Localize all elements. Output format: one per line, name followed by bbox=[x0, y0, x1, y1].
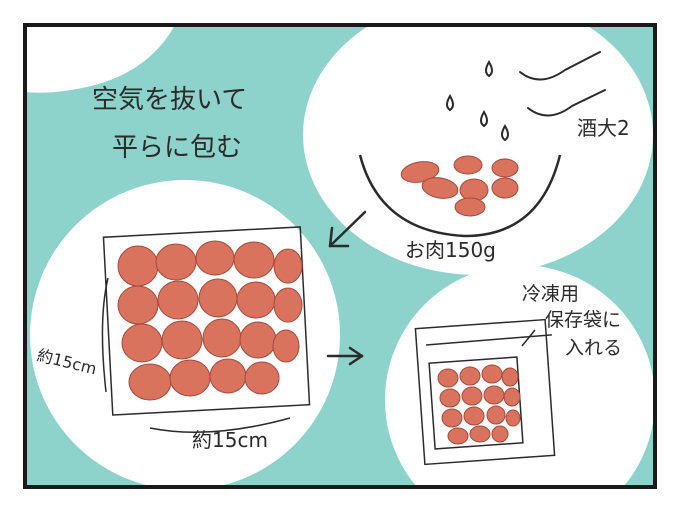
freezer-pointer bbox=[521, 329, 536, 347]
arrow-down-left-icon bbox=[328, 210, 367, 248]
wrapped-meat-pack bbox=[102, 226, 311, 416]
dimension-bracket-bottom bbox=[149, 417, 291, 433]
freezer-line-3: 入れる bbox=[565, 337, 622, 359]
dimension-bracket-side bbox=[101, 277, 109, 393]
size-bottom-label: 約15cm bbox=[192, 428, 268, 452]
sake-label: 酒大2 bbox=[577, 116, 630, 140]
spoon-icon bbox=[519, 51, 606, 117]
arrow-right-icon bbox=[326, 346, 364, 366]
instruction-line-2: 平らに包む bbox=[112, 133, 242, 163]
meat-in-bowl bbox=[400, 155, 519, 217]
meat-in-freezer-bag bbox=[437, 364, 521, 445]
panel-border bbox=[23, 23, 657, 489]
meat-label: お肉150g bbox=[405, 238, 496, 262]
freezer-line-2: 保存袋に bbox=[545, 309, 621, 331]
instruction-line-1: 空気を抜いて bbox=[92, 85, 247, 115]
freezer-line-1: 冷凍用 bbox=[522, 283, 579, 305]
bowl bbox=[358, 154, 562, 238]
sake-drops bbox=[446, 60, 509, 142]
